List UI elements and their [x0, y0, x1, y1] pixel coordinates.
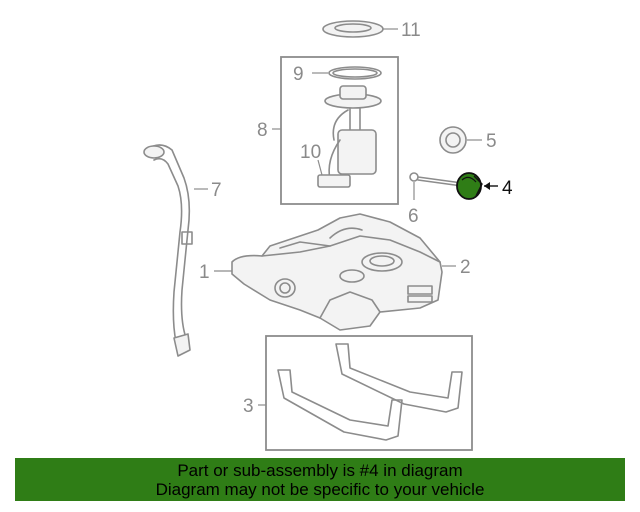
- parts-diagram: 11 8 9 10 5 6: [143, 20, 513, 451]
- callout-5: 5: [486, 131, 497, 152]
- part-6-tether-rod: [409, 172, 463, 200]
- banner-line-1: Part or sub-assembly is #4 in diagram: [177, 461, 463, 480]
- callout-2: 2: [460, 257, 471, 278]
- part-3-tank-straps: [277, 343, 463, 441]
- part-8-fuel-pump-module: [324, 85, 382, 181]
- part-11-seal-ring: [322, 20, 398, 38]
- callout-7: 7: [211, 180, 222, 201]
- callout-8: 8: [257, 120, 268, 141]
- part-5-grommet: [439, 126, 482, 154]
- fuel-tank: [231, 213, 443, 331]
- callout-6: 6: [408, 206, 419, 227]
- part-9-module-seal: [312, 66, 382, 80]
- callout-11: 11: [401, 20, 421, 41]
- part-4-fuel-cap: [456, 172, 498, 200]
- callout-1: 1: [199, 262, 210, 283]
- callout-10: 10: [300, 142, 321, 163]
- part-10-fuel-level-sender: [317, 159, 351, 188]
- part-7-filler-pipe: [143, 144, 208, 357]
- callout-4: 4: [502, 178, 513, 199]
- callout-3: 3: [243, 396, 254, 417]
- callout-9: 9: [293, 64, 304, 85]
- part-3-box: [265, 335, 473, 451]
- part-8-box: [280, 56, 399, 205]
- info-banner: Part or sub-assembly is #4 in diagram Di…: [15, 458, 625, 501]
- banner-line-2: Diagram may not be specific to your vehi…: [155, 480, 485, 499]
